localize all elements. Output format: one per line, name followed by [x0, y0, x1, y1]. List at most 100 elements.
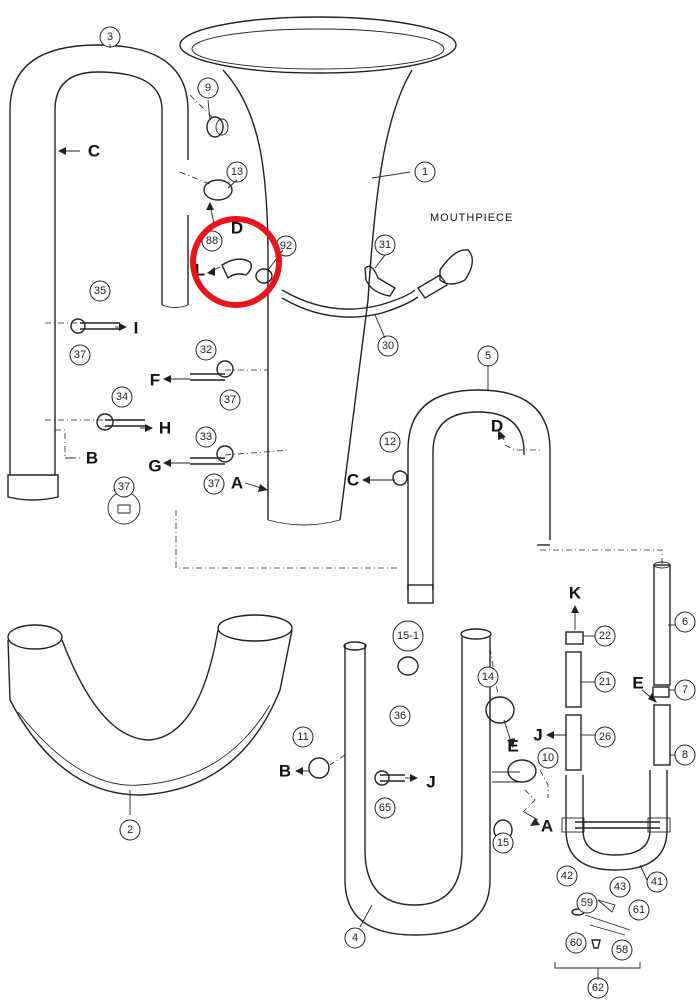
callout-15: 15	[492, 832, 514, 854]
callout-circle	[344, 927, 366, 949]
callout-65: 65	[374, 797, 396, 819]
tube-part-3	[7, 44, 189, 501]
callout-circle	[492, 832, 514, 854]
callout-number: 37	[208, 478, 220, 490]
callout-12: 12	[379, 431, 401, 453]
callout-circle	[292, 726, 314, 748]
connector-letter-j: J	[426, 773, 435, 792]
callout-circle	[226, 161, 248, 183]
callout-58: 58	[611, 939, 633, 961]
callout-number: 61	[633, 904, 645, 916]
highlight-circle	[190, 216, 282, 308]
callout-43: 43	[609, 876, 631, 898]
waterkey-parts	[554, 899, 641, 969]
callout-31: 31	[374, 234, 396, 256]
callout-15-1: 15-1	[392, 620, 424, 652]
connector-letter-c: C	[347, 471, 359, 490]
callout-number: 22	[599, 630, 611, 642]
callout-number: 58	[616, 944, 628, 956]
callout-circle	[565, 932, 587, 954]
callout-4: 4	[344, 927, 366, 949]
callout-circle	[374, 797, 396, 819]
callout-number: 42	[561, 870, 573, 882]
callout-number: 59	[581, 897, 593, 909]
callout-1: 1	[414, 161, 436, 183]
callout-number: 14	[482, 671, 494, 683]
connector-letter-h: H	[159, 419, 171, 438]
callout-circle	[195, 426, 217, 448]
callout-34: 34	[111, 386, 133, 408]
callout-9: 9	[197, 77, 219, 99]
callout-number: 12	[384, 436, 396, 448]
right-side-parts	[561, 561, 671, 871]
callout-number: 15	[497, 837, 509, 849]
callout-42: 42	[556, 865, 578, 887]
callout-13: 13	[226, 161, 248, 183]
callout-8: 8	[674, 744, 696, 766]
callout-33: 33	[195, 426, 217, 448]
callout-number: 35	[94, 285, 106, 297]
callout-21: 21	[594, 671, 616, 693]
tube-part-4	[343, 628, 492, 936]
callout-circle	[646, 871, 668, 893]
callout-60: 60	[565, 932, 587, 954]
callout-circle	[594, 726, 616, 748]
callout-number: 37	[224, 394, 236, 406]
callout-circle	[219, 389, 241, 411]
callout-number: 65	[379, 802, 391, 814]
leadpipe-part-30	[281, 249, 473, 318]
connector-letter-f: F	[150, 371, 160, 390]
callout-circle	[119, 819, 141, 841]
callout-circle	[69, 344, 91, 366]
callout-circle	[628, 899, 650, 921]
callout-circle	[477, 666, 499, 688]
connector-letter-c: C	[88, 142, 100, 161]
mouthpiece-label: MOUTHPIECE	[430, 212, 513, 224]
callout-circle	[195, 339, 217, 361]
callout-88: 88	[201, 230, 223, 252]
callout-number: 15-1	[397, 630, 419, 642]
callout-number: 5	[485, 350, 491, 362]
callout-number: 43	[614, 881, 626, 893]
callout-41: 41	[646, 871, 668, 893]
callout-number: 36	[394, 710, 406, 722]
connector-letter-a: A	[231, 474, 243, 493]
callout-circles: 12345678910111213141515-1212226303132333…	[69, 26, 696, 999]
callout-26: 26	[594, 726, 616, 748]
callout-circle	[201, 230, 223, 252]
callout-number: 13	[231, 166, 243, 178]
callout-37: 37	[113, 476, 135, 498]
callout-number: 60	[570, 937, 582, 949]
callout-number: 10	[542, 752, 554, 764]
callout-number: 6	[682, 616, 688, 628]
callout-circle	[537, 747, 559, 769]
callout-number: 21	[599, 676, 611, 688]
callout-number: 31	[379, 239, 391, 251]
callout-circle	[576, 892, 598, 914]
bow-part-2	[7, 614, 293, 796]
callout-circle	[556, 865, 578, 887]
callout-circle	[113, 476, 135, 498]
callout-number: 33	[200, 431, 212, 443]
reference-lines	[45, 94, 663, 813]
callout-6: 6	[674, 611, 696, 633]
callout-30: 30	[377, 335, 399, 357]
callout-number: 41	[651, 876, 663, 888]
callout-10: 10	[537, 747, 559, 769]
callout-number: 7	[682, 684, 688, 696]
connector-letter-d: D	[491, 417, 503, 436]
connector-letter-j: J	[533, 726, 542, 745]
callout-number: 62	[592, 982, 604, 994]
connector-letter-g: G	[148, 457, 161, 476]
callout-number: 2	[127, 824, 133, 836]
callout-36: 36	[389, 705, 411, 727]
callout-circle	[414, 161, 436, 183]
callout-circle	[389, 705, 411, 727]
callout-number: 34	[116, 391, 128, 403]
callout-number: 3	[107, 31, 113, 43]
callout-number: 37	[118, 481, 130, 493]
callout-number: 8	[682, 749, 688, 761]
callout-circle	[377, 335, 399, 357]
